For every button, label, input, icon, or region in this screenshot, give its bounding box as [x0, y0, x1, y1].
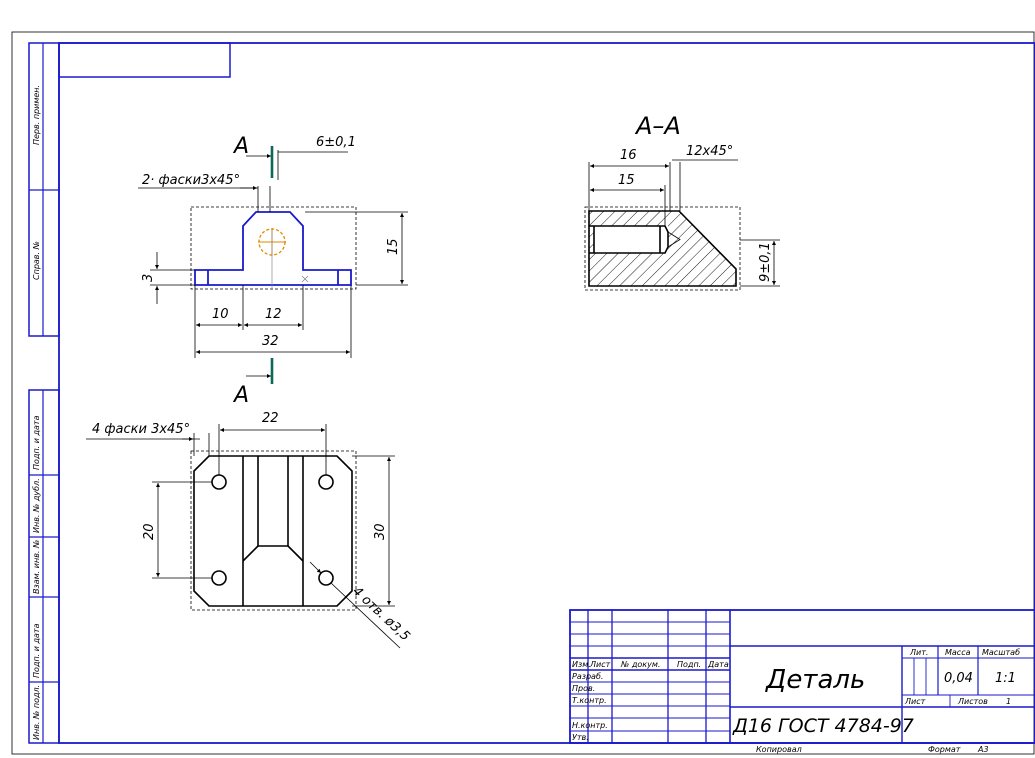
scale-label: Масштаб [982, 648, 1020, 657]
part-name: Деталь [765, 665, 865, 695]
side-field-podp2: Подп. и дата [32, 623, 41, 678]
section-title: А–А [634, 112, 681, 140]
dim-front-6: 6±0,1 [316, 135, 356, 150]
scale-value: 1:1 [995, 671, 1016, 686]
section-outline [588, 210, 737, 287]
top-view-bbox [190, 450, 357, 611]
front-view-bbox [190, 206, 357, 290]
dim-front-32: 32 [262, 334, 279, 349]
dim-top-30: 30 [373, 523, 388, 540]
dim-top-22: 22 [262, 411, 279, 426]
sheets-label: Листов [957, 697, 988, 706]
dim-section-15: 15 [618, 173, 635, 188]
col-date: Дата [707, 660, 729, 669]
section-view: А–А 16 15 12x45° 9±0,1 [584, 112, 780, 291]
row-utv: Утв. [572, 733, 589, 742]
top-chamfer-note: 4 фаски 3х45° [92, 422, 190, 437]
top-left-box [58, 42, 231, 78]
section-bbox [584, 206, 741, 291]
top-view: 4 фаски 3х45° 22 20 30 4 отв. ø3,5 [86, 411, 413, 649]
dim-front-10: 10 [212, 307, 229, 322]
top-hole-note: 4 отв. ø3,5 [349, 584, 412, 644]
col-doc: № докум. [620, 660, 660, 669]
sheet-label: Лист [904, 697, 926, 706]
material-spec: Д16 ГОСТ 4784-97 [732, 715, 914, 737]
copied-label: Копировал [756, 745, 802, 754]
dim-section-9: 9±0,1 [758, 242, 773, 282]
mass-label: Масса [945, 648, 971, 657]
dim-front-3: 3 [141, 274, 156, 282]
row-prov: Пров. [572, 684, 595, 693]
front-view: А А 6±0,1 2· фаски3х45° 15 3 10 12 [138, 134, 408, 408]
hole [318, 474, 334, 490]
col-list: Лист [589, 660, 611, 669]
dim-section-16: 16 [620, 148, 637, 163]
side-stamp: Перв. примен. Справ. № Подп. и дата Инв.… [28, 42, 60, 744]
row-tkontr: Т.контр. [572, 696, 607, 705]
mass-value: 0,04 [944, 671, 973, 686]
cut-label-top: А [232, 134, 249, 159]
top-part-outline [193, 455, 353, 607]
format-value: А3 [977, 745, 989, 754]
lit-label: Лит. [909, 648, 928, 657]
sheets-value: 1 [1006, 697, 1011, 706]
row-nkontr: Н.контр. [572, 721, 608, 730]
front-part-outline [194, 211, 352, 286]
hole [211, 570, 227, 586]
col-izm: Изм. [572, 660, 591, 669]
dim-front-15: 15 [386, 238, 401, 255]
front-chamfer-note: 2· фаски3х45° [142, 173, 240, 188]
dim-section-chamfer: 12x45° [686, 144, 733, 159]
format-label: Формат [928, 745, 961, 754]
side-field-inv-dubl: Инв. № дубл. [32, 478, 41, 533]
col-sign: Подп. [677, 660, 701, 669]
hole [318, 570, 334, 586]
side-field-vzam: Взам. инв. № [32, 540, 41, 594]
cut-label-bottom: А [232, 383, 249, 408]
hole [211, 474, 227, 490]
title-block: Изм. Лист № докум. Подп. Дата Разраб. Пр… [569, 609, 1035, 744]
side-field-inv-podl: Инв. № подл. [32, 685, 41, 740]
dim-top-20: 20 [142, 523, 157, 540]
side-field-sprav: Справ. № [32, 241, 41, 280]
row-razrab: Разраб. [572, 672, 603, 681]
side-field-perv: Перв. примен. [32, 85, 41, 145]
side-field-podp1: Подп. и дата [32, 415, 41, 470]
dim-front-12: 12 [265, 307, 282, 322]
